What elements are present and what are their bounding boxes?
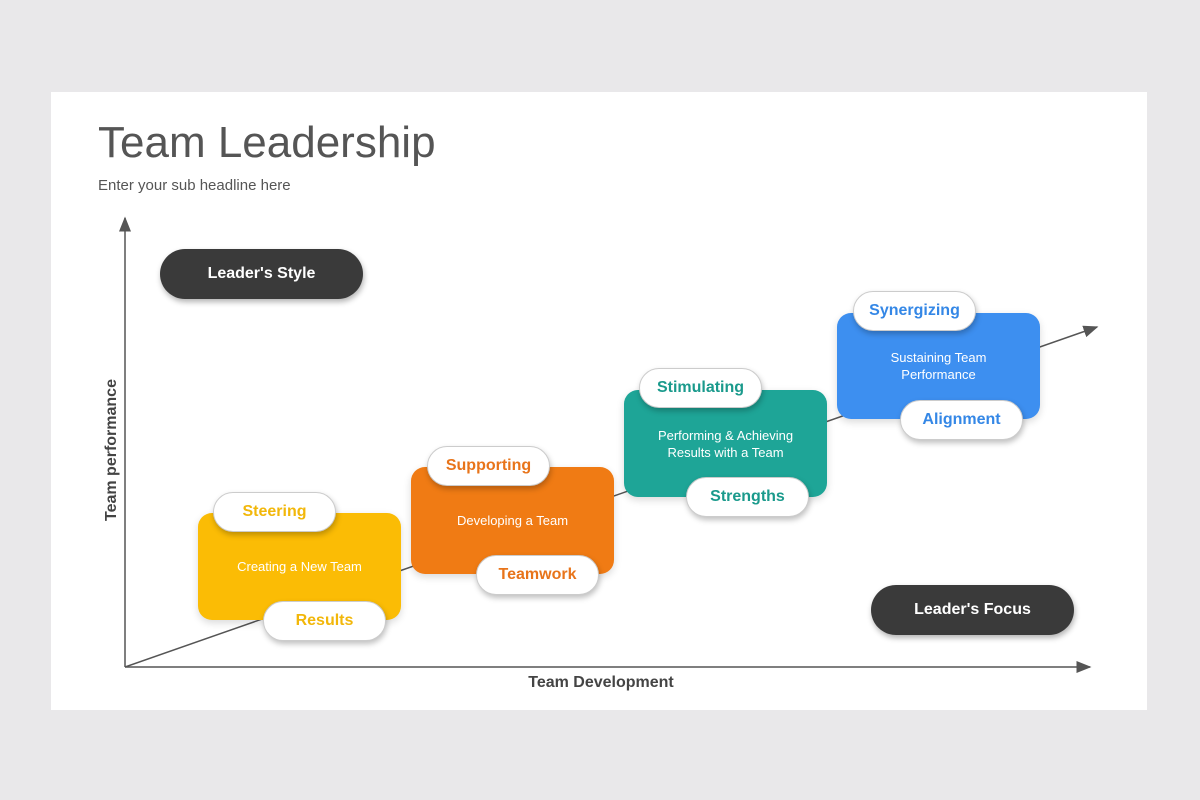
pill-steering: Steering [213,492,336,532]
pill-teamwork: Teamwork [476,555,599,595]
page-title: Team Leadership [98,118,436,167]
pill-alignment: Alignment [900,400,1023,440]
subtitle: Enter your sub headline here [98,177,291,194]
stage-label: Creating a New Team [237,559,362,574]
x-axis-label: Team Development [528,674,674,691]
pill-stimulating: Stimulating [639,368,762,408]
stage-label: Sustaining Team Performance [890,350,987,382]
pill-synergizing: Synergizing [853,291,976,331]
leader-focus-badge: Leader's Focus [871,585,1074,635]
y-axis-label: Team performance [103,379,120,521]
leader-style-badge: Leader's Style [160,249,363,299]
pill-supporting: Supporting [427,446,550,486]
pill-strengths: Strengths [686,477,809,517]
stage-label: Developing a Team [456,513,569,528]
pill-results: Results [263,601,386,641]
stage-label: Performing & Achieving Results with a Te… [657,427,794,460]
